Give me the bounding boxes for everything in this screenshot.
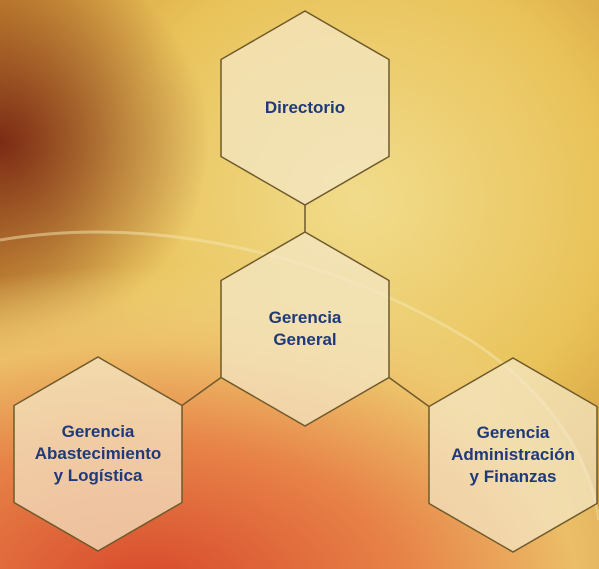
connectors — [181, 205, 430, 408]
node-label-gerencia-administracion: Gerencia Administración y Finanzas — [451, 423, 575, 486]
node-label-gerencia-abastecimiento: Gerencia Abastecimiento y Logística — [34, 422, 162, 485]
hexagon-nodes — [13, 10, 598, 553]
node-label-directorio: Directorio — [264, 98, 346, 117]
hexagon-gerencia-abastecimiento — [13, 356, 183, 552]
hexagon-directorio — [220, 10, 390, 206]
hexagon-gerencia-general — [220, 231, 390, 427]
connector-gerencia-general-to-gerencia-administracion — [388, 376, 430, 408]
hexagon-gerencia-administracion — [428, 357, 598, 553]
node-label-gerencia-general: Gerencia General — [268, 308, 342, 349]
connector-gerencia-general-to-gerencia-abastecimiento — [181, 376, 222, 407]
